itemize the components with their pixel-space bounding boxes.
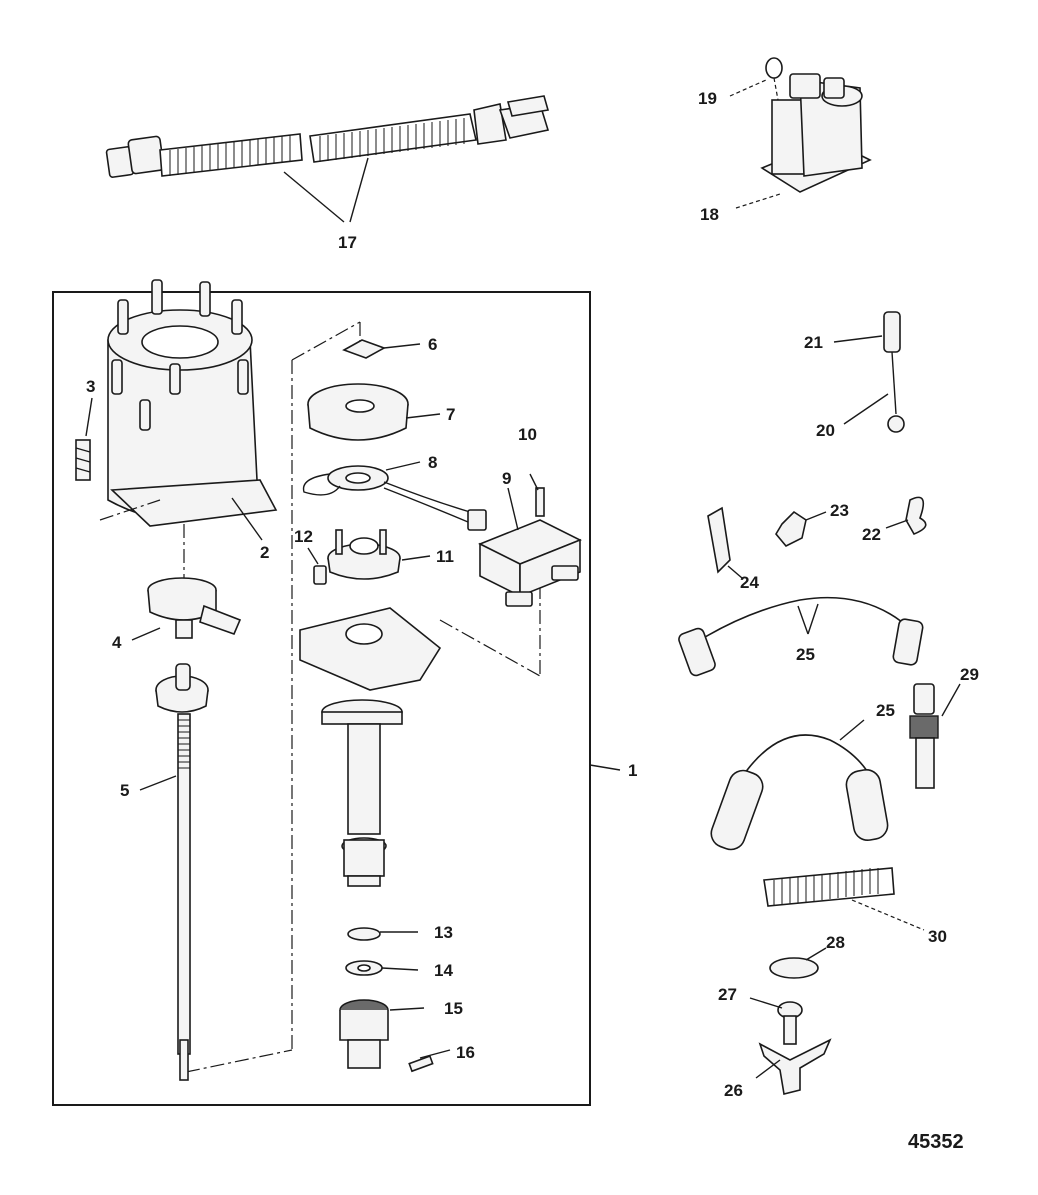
pickup-coil xyxy=(302,461,487,531)
washer-28 xyxy=(769,957,819,979)
distributor-assembly-frame xyxy=(52,291,591,1106)
heat-sleeve xyxy=(763,867,925,931)
callout-5: 5 xyxy=(120,781,129,800)
wire-separator xyxy=(775,510,807,547)
callout-25-lower: 25 xyxy=(876,701,895,720)
callout-20: 20 xyxy=(816,421,835,440)
wire-holder xyxy=(905,496,927,536)
mounting-bracket xyxy=(755,1038,832,1095)
callout-6: 6 xyxy=(428,335,437,354)
callout-25-upper: 25 xyxy=(796,645,815,664)
callout-9: 9 xyxy=(502,469,511,488)
bracket-screw xyxy=(749,997,803,1045)
figure-number: 45352 xyxy=(908,1131,964,1153)
wiring-harness xyxy=(105,95,550,223)
ignition-module xyxy=(478,473,582,607)
roll-pin xyxy=(408,1055,434,1073)
spark-plug-wire-upper xyxy=(678,596,924,677)
pole-piece xyxy=(307,383,441,441)
callout-14: 14 xyxy=(434,961,453,980)
callout-27: 27 xyxy=(718,985,737,1004)
callout-8: 8 xyxy=(428,453,437,472)
washer-13 xyxy=(347,927,381,941)
spark-plug-wire-lower xyxy=(710,719,889,851)
callout-11: 11 xyxy=(436,547,454,566)
callout-12: 12 xyxy=(294,527,313,546)
callout-10: 10 xyxy=(518,425,537,444)
ground-strap xyxy=(833,311,905,433)
roll-pin-small xyxy=(313,565,327,585)
drive-gear xyxy=(339,999,425,1069)
callout-23: 23 xyxy=(830,501,849,520)
rotor xyxy=(131,577,242,641)
callout-18: 18 xyxy=(700,205,719,224)
callout-2: 2 xyxy=(260,543,269,562)
callout-30: 30 xyxy=(928,927,947,946)
callout-29: 29 xyxy=(960,665,979,684)
callout-24: 24 xyxy=(740,573,759,592)
callout-4: 4 xyxy=(112,633,122,652)
distributor-shaft xyxy=(139,663,209,1081)
callout-7: 7 xyxy=(446,405,455,424)
callout-21: 21 xyxy=(804,333,823,352)
retainer-plate xyxy=(327,529,431,580)
callout-28: 28 xyxy=(826,933,845,952)
spark-plug xyxy=(909,683,961,789)
callout-26: 26 xyxy=(724,1081,743,1100)
callout-17: 17 xyxy=(338,233,357,252)
distributor-cap xyxy=(107,279,278,541)
cap-screw xyxy=(75,397,93,481)
callout-19: 19 xyxy=(698,89,717,108)
callout-22: 22 xyxy=(862,525,881,544)
callout-15: 15 xyxy=(444,999,463,1018)
callout-3: 3 xyxy=(86,377,95,396)
wire-retainer xyxy=(707,506,731,574)
distributor-housing xyxy=(299,607,442,887)
callout-13: 13 xyxy=(434,923,453,942)
callout-1: 1 xyxy=(628,761,637,780)
callout-16: 16 xyxy=(456,1043,475,1062)
gasket xyxy=(342,339,386,359)
ignition-coil xyxy=(729,57,872,209)
